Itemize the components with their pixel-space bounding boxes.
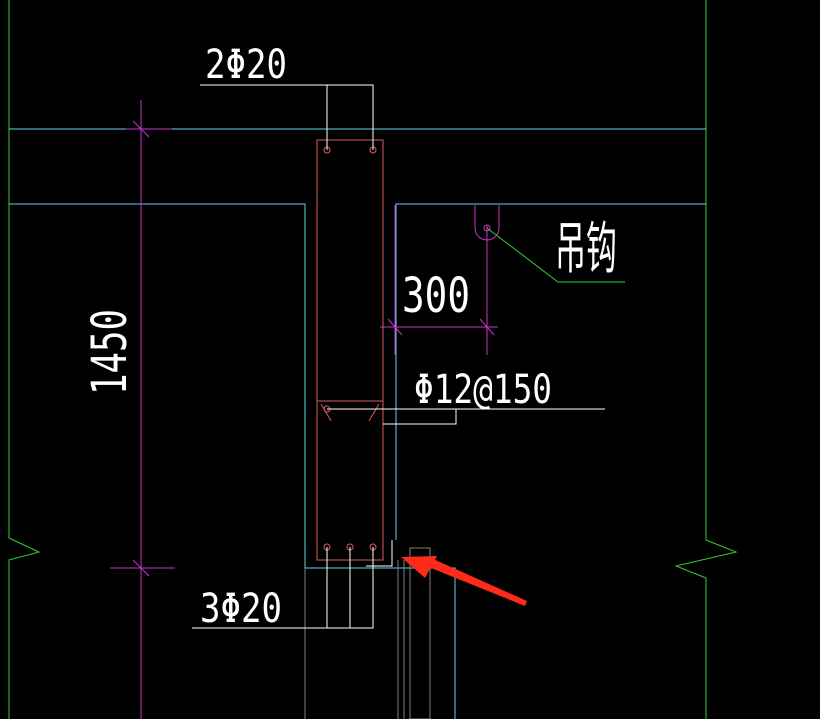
dim-1450-label: 1450 [82, 309, 138, 395]
dim-tick-bottom [132, 559, 150, 577]
slab-bottom-right [395, 203, 706, 540]
hook-leader [486, 227, 625, 283]
lifting-hook-shape [474, 205, 500, 241]
hidden-rect [409, 547, 431, 719]
stirrup-hook-left [320, 403, 332, 422]
top-rebar-label: 2Φ20 [205, 42, 287, 88]
red-pointer-arrow-icon [401, 556, 527, 606]
top-rebar-leader [200, 84, 374, 150]
hidden-lines [304, 547, 431, 719]
stirrup-label: Φ12@150 [414, 367, 552, 413]
lifting-hook-point [483, 224, 491, 232]
dimension-lines [110, 100, 500, 719]
bottom-bend-line [366, 540, 393, 567]
arrow-head [401, 556, 437, 578]
boundary-lines [8, 0, 738, 719]
bottom-rebar-label: 3Φ20 [200, 586, 282, 632]
right-break-line [674, 0, 738, 719]
arrow-shaft [426, 558, 527, 606]
left-break-line [8, 0, 41, 719]
leader-lines [192, 84, 605, 629]
dim-300-label: 300 [402, 268, 470, 324]
stirrup-leader-bend [383, 409, 457, 425]
stirrup-hook-right [368, 403, 380, 422]
dim-tick-top [132, 120, 150, 138]
bottom-rebar-leader [192, 547, 374, 629]
hook-label: 吊钩 [555, 217, 617, 282]
